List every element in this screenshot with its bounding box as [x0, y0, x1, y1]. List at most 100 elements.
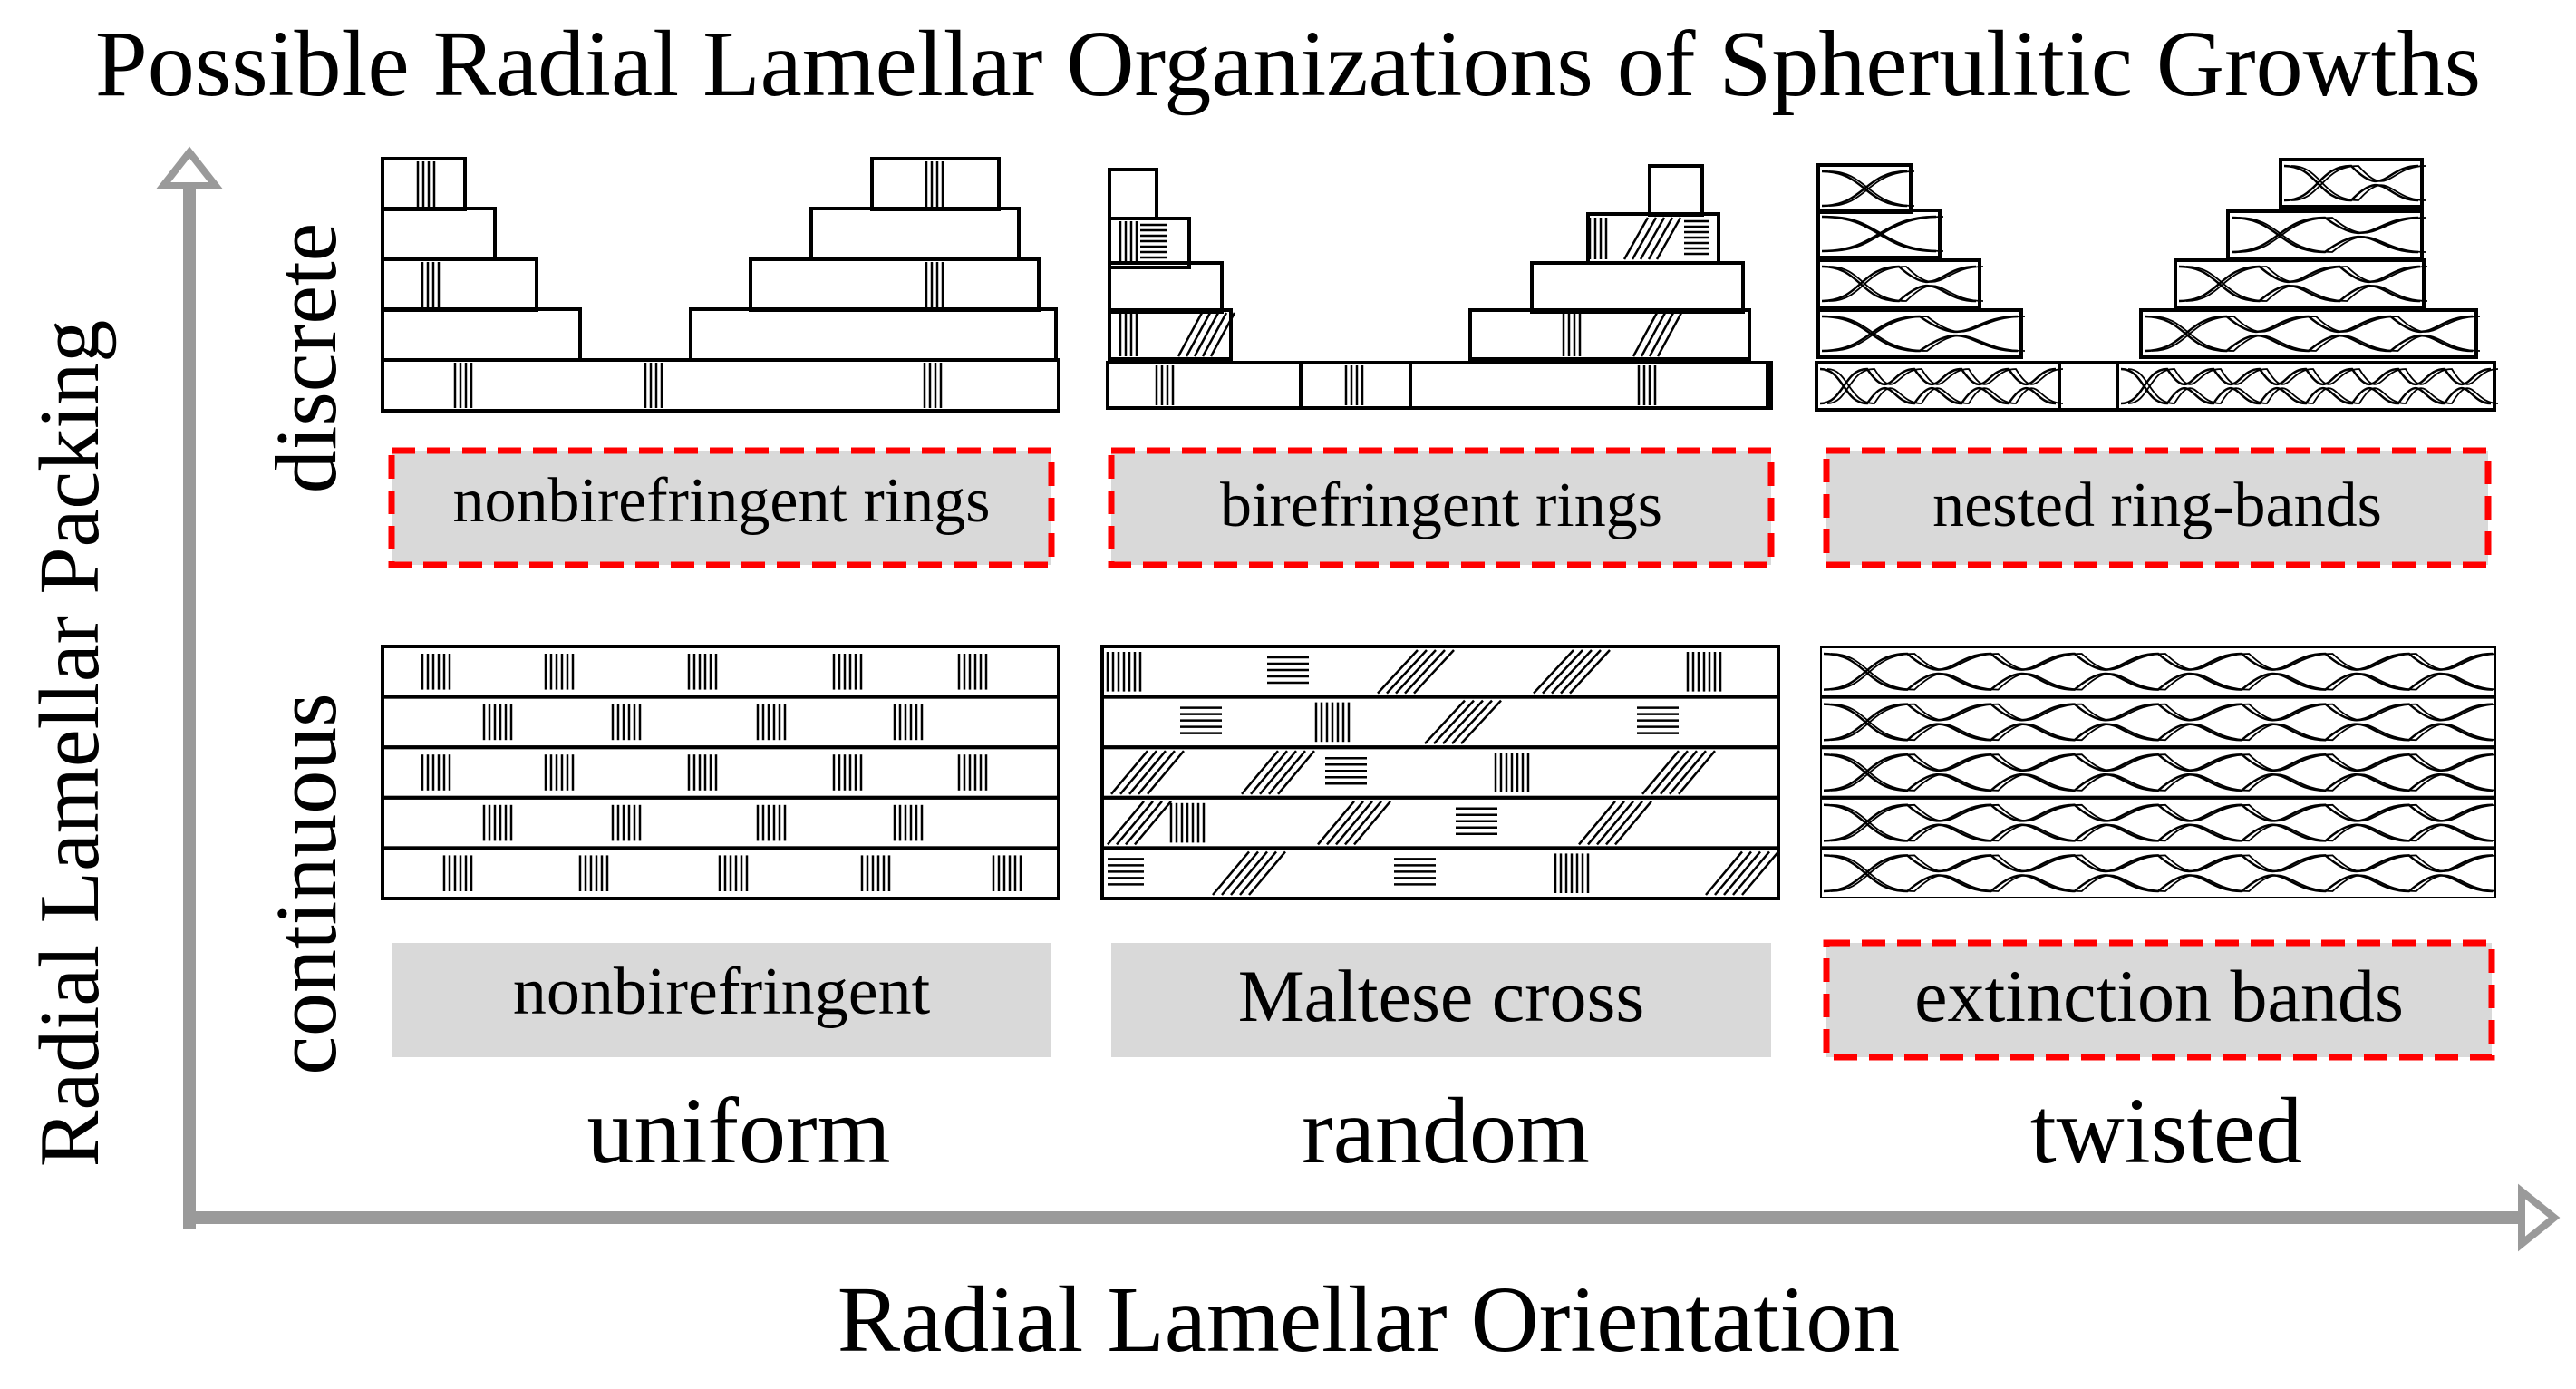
x-axis-arrow	[183, 1183, 2561, 1252]
vertical-hatch-mark	[578, 855, 609, 891]
horizontal-hatch-mark	[1684, 219, 1709, 256]
lamella-box	[1106, 361, 1773, 410]
lamella-box	[1100, 694, 1780, 750]
vertical-hatch-mark	[1106, 652, 1142, 692]
horizontal-hatch-mark	[1456, 807, 1497, 836]
lamella-box	[749, 257, 1041, 312]
y-axis-arrow	[155, 146, 224, 1229]
vertical-hatch-mark	[687, 754, 718, 791]
diagonal-hatch-mark	[1317, 800, 1391, 846]
lamella-box	[1468, 308, 1751, 361]
lamella-box	[1100, 745, 1780, 800]
lamella-box	[381, 207, 497, 261]
row-label-discrete: discrete	[257, 223, 354, 494]
vertical-hatch-mark	[442, 855, 473, 891]
vertical-hatch-mark	[832, 654, 863, 690]
schematic-continuous-twisted	[1820, 646, 2496, 898]
lamella-box	[1816, 258, 1981, 309]
diagonal-hatch-mark	[1533, 649, 1611, 694]
twisted-ribbon	[1821, 170, 1915, 208]
vertical-hatch-mark	[687, 654, 718, 690]
vertical-hatch-mark	[1119, 221, 1138, 263]
vertical-hatch-mark	[482, 804, 513, 841]
vertical-hatch-mark	[860, 855, 891, 891]
vertical-hatch-mark	[1169, 802, 1206, 843]
twisted-ribbon	[1821, 315, 2026, 353]
lamella-box	[870, 157, 1001, 211]
cell-label-nonbirefringent: nonbirefringent	[392, 943, 1051, 1057]
vertical-hatch-mark	[925, 262, 944, 307]
col-label-twisted: twisted	[2030, 1079, 2302, 1183]
twisted-ribbon	[1823, 803, 2496, 842]
cell-label-birefringent-rings: birefringent rings	[1108, 447, 1775, 568]
horizontal-hatch-mark	[1394, 858, 1436, 886]
lamella-box	[1816, 308, 2023, 359]
lamella-box	[381, 358, 1060, 413]
vertical-hatch-mark	[718, 855, 749, 891]
lamella-box	[2139, 308, 2478, 359]
lamella-box	[1108, 217, 1191, 269]
twisted-ribbon	[1819, 367, 2064, 405]
cell-label-nested-ring-bands: nested ring-bands	[1823, 447, 2492, 568]
vertical-hatch-mark	[923, 363, 943, 408]
vertical-hatch-mark	[1554, 853, 1590, 893]
twisted-ribbon	[2178, 265, 2428, 303]
cell-label-extinction-bands: extinction bands	[1823, 939, 2495, 1061]
diagonal-hatch-mark	[1212, 850, 1286, 896]
lamella-box	[381, 257, 538, 312]
lamella-box	[1815, 361, 2496, 412]
schematic-continuous-uniform	[381, 645, 1060, 901]
vertical-hatch-mark	[421, 754, 451, 791]
horizontal-hatch-mark	[1140, 223, 1167, 259]
y-axis-label: Radial Lamellar Packing	[23, 320, 117, 1167]
lamella-box	[1108, 168, 1158, 220]
schematic-discrete-random	[1106, 164, 1773, 410]
diagonal-hatch-mark	[1241, 750, 1315, 795]
twisted-ribbon	[1823, 753, 2496, 792]
vertical-hatch-mark	[482, 704, 513, 741]
vertical-hatch-mark	[756, 704, 787, 741]
horizontal-hatch-mark	[1637, 706, 1679, 734]
vertical-hatch-mark	[421, 654, 451, 690]
svg-text:birefringent rings: birefringent rings	[1220, 471, 1662, 540]
lamella-box	[1820, 846, 2496, 898]
vertical-hatch-mark	[957, 754, 988, 791]
lamella-box	[1108, 308, 1233, 361]
svg-text:nested ring-bands: nested ring-bands	[1932, 471, 2382, 540]
lamella-box	[1100, 846, 1780, 901]
twisted-ribbon	[1821, 215, 1944, 253]
vertical-hatch-mark	[925, 161, 944, 207]
diagonal-hatch-mark	[1177, 312, 1236, 357]
diagonal-hatch-mark	[1377, 649, 1455, 694]
vertical-hatch-mark	[544, 654, 575, 690]
vertical-hatch-mark	[756, 804, 787, 841]
svg-text:nonbirefringent: nonbirefringent	[513, 955, 931, 1029]
lamella-box	[2174, 258, 2426, 309]
lamella-box	[2279, 158, 2424, 209]
horizontal-hatch-mark	[1267, 656, 1309, 685]
twisted-ribbon	[1823, 703, 2496, 742]
lamella-box	[1816, 209, 1942, 259]
lamella-box	[1530, 261, 1745, 314]
schematic-discrete-twisted	[1815, 158, 2499, 412]
vertical-hatch-mark	[644, 363, 663, 408]
svg-text:extinction bands: extinction bands	[1914, 955, 2404, 1037]
schematic-continuous-random	[1100, 645, 1780, 901]
lamella-box	[381, 745, 1060, 800]
row-label-continuous: continuous	[257, 693, 354, 1074]
vertical-hatch-mark	[893, 704, 924, 741]
vertical-hatch-mark	[1562, 313, 1582, 356]
horizontal-hatch-mark	[1325, 756, 1367, 785]
diagonal-hatch-mark	[1705, 850, 1779, 896]
figure-title: Possible Radial Lamellar Organizations o…	[95, 12, 2481, 116]
svg-text:Maltese cross: Maltese cross	[1238, 955, 1645, 1037]
horizontal-hatch-mark	[1180, 706, 1222, 734]
vertical-hatch-mark	[1637, 365, 1657, 405]
twisted-ribbon	[2231, 216, 2426, 254]
twisted-ribbon	[2120, 367, 2499, 405]
diagonal-hatch-mark	[1578, 800, 1652, 846]
diagonal-hatch-mark	[1107, 800, 1172, 846]
cell-label-maltese-cross: Maltese cross	[1111, 943, 1771, 1057]
vertical-hatch-mark	[832, 754, 863, 791]
